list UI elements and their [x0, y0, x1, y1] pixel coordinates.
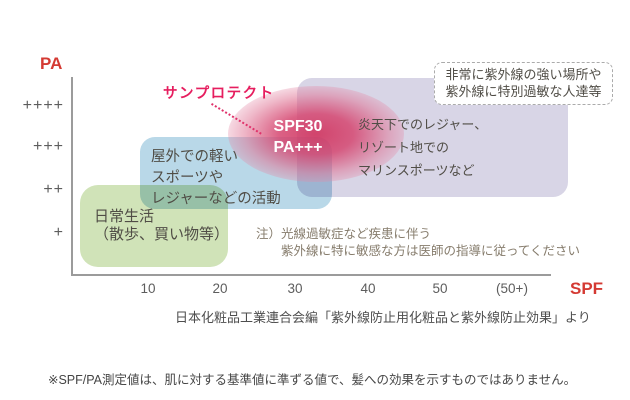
- y-axis-line: [71, 77, 73, 276]
- x-tick-50: 50: [432, 281, 448, 296]
- product-point-blob: [228, 86, 404, 182]
- y-tick-1plus: +: [53, 224, 64, 241]
- caution-note: 注）光線過敏症など疾患に伴う 紫外線に特に敏感な方は医師の指導に従ってください: [256, 226, 580, 259]
- uv-strong-note-box: 非常に紫外線の強い場所や 紫外線に特別過敏な人達等: [434, 62, 613, 105]
- x-tick-40: 40: [360, 281, 376, 296]
- y-tick-4plus: ++++: [22, 97, 64, 114]
- region-label-line: 炎天下でのレジャー、: [358, 117, 488, 132]
- product-pa-value: PA+++: [273, 139, 323, 156]
- region-label-line: スポーツや: [151, 170, 224, 186]
- region-label-line: マリンスポーツなど: [358, 163, 475, 178]
- region-label-line: リゾート地での: [358, 140, 450, 155]
- note-box-line: 非常に紫外線の強い場所や: [445, 67, 602, 82]
- product-spf-value: SPF30: [273, 118, 323, 135]
- region-label-line: 日常生活: [94, 208, 155, 225]
- region-resort-leisure-label: 炎天下でのレジャー、 リゾート地での マリンスポーツなど: [358, 113, 487, 182]
- note-box-line: 紫外線に特別過敏な人達等: [445, 84, 602, 99]
- region-label-line: （散歩、買い物等）: [94, 226, 230, 243]
- x-tick-50plus: (50+): [496, 281, 528, 296]
- x-tick-10: 10: [140, 281, 156, 296]
- x-tick-30: 30: [287, 281, 303, 296]
- region-label-line: レジャーなどの活動: [151, 191, 281, 207]
- caution-note-line1: 注）光線過敏症など疾患に伴う: [256, 227, 432, 241]
- product-spf-pa-label: SPF30 PA+++: [248, 116, 348, 158]
- region-outdoor-sports-label: 屋外での軽い スポーツや レジャーなどの活動: [151, 147, 281, 210]
- y-tick-2plus: ++: [43, 181, 64, 198]
- region-daily-life: [80, 185, 228, 267]
- region-daily-life-label: 日常生活 （散歩、買い物等）: [94, 208, 229, 244]
- x-axis-title: SPF: [570, 279, 604, 298]
- region-label-line: 屋外での軽い: [151, 149, 238, 165]
- y-axis-title: PA: [40, 54, 63, 73]
- y-tick-3plus: +++: [32, 138, 64, 155]
- caution-note-line2: 紫外線に特に敏感な方は医師の指導に従ってください: [281, 243, 581, 258]
- x-axis-line: [71, 274, 551, 276]
- product-name-callout: サンプロテクト: [163, 86, 275, 102]
- measurement-footnote: ※SPF/PA測定値は、肌に対する基準値に準ずる値で、髪への効果を示すものではあ…: [48, 373, 577, 387]
- source-attribution: 日本化粧品工業連合会編「紫外線防止用化粧品と紫外線防止効果」より: [175, 310, 591, 325]
- x-tick-20: 20: [212, 281, 228, 296]
